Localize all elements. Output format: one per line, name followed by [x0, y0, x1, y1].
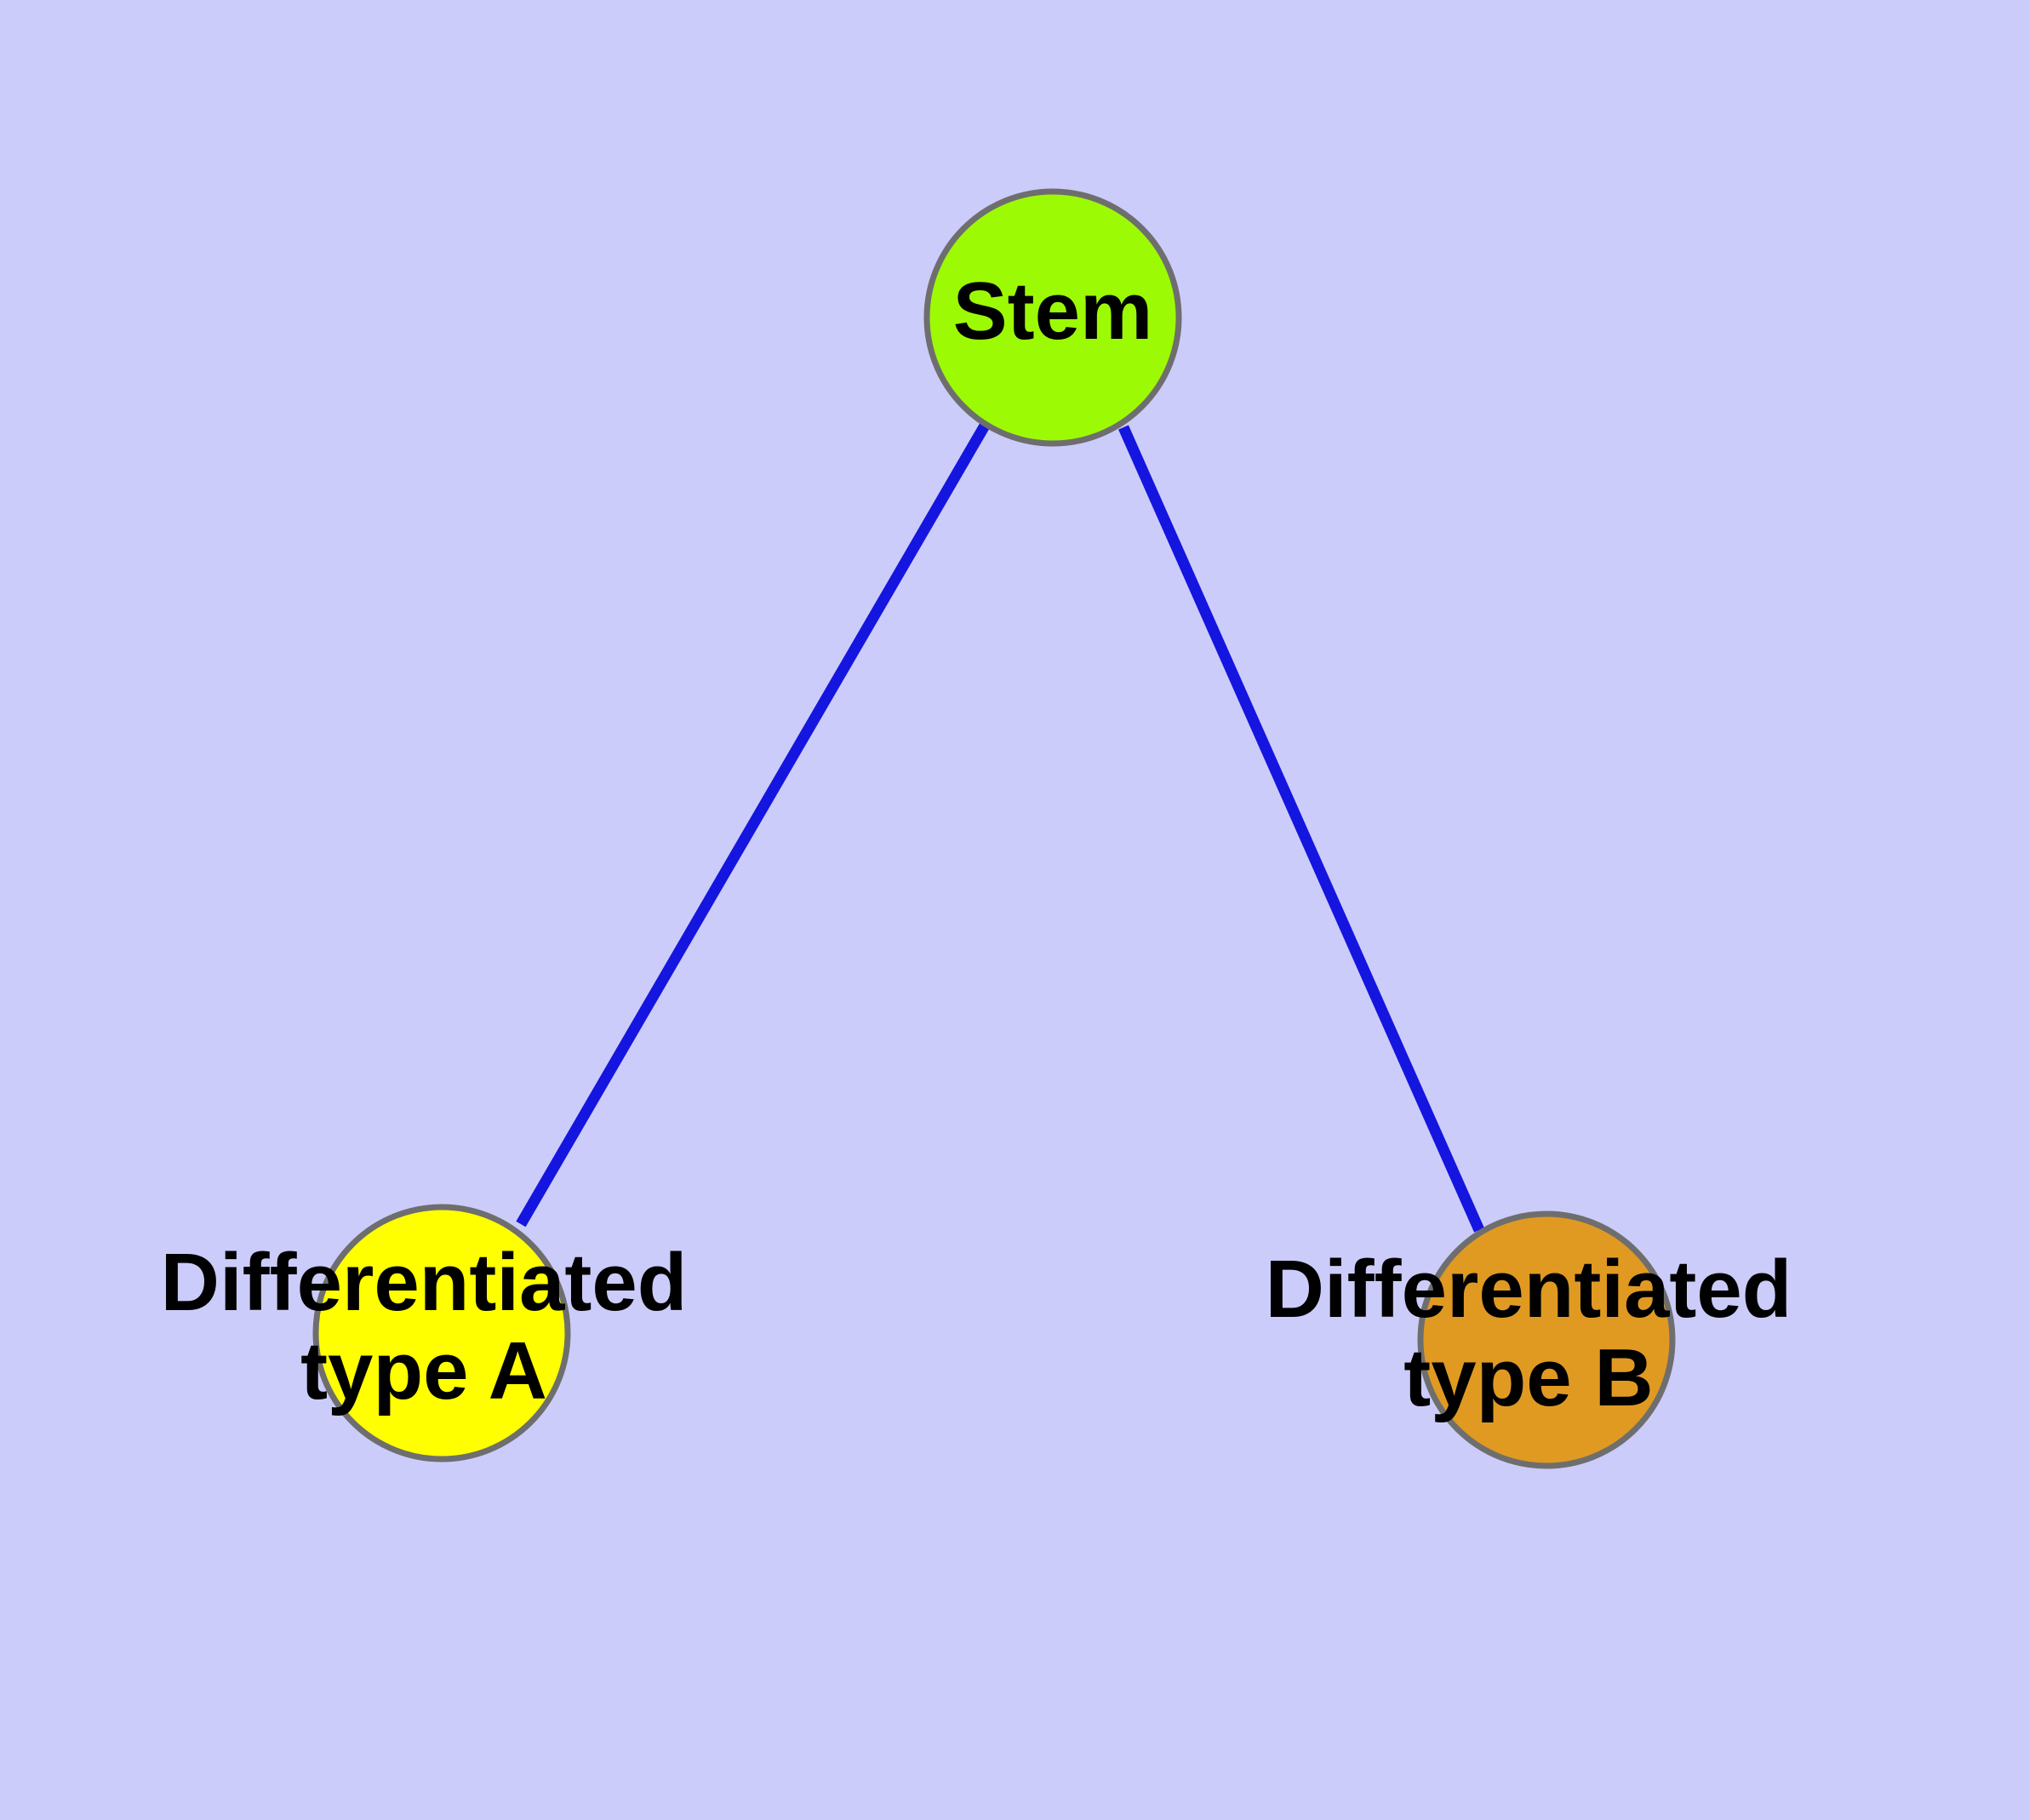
nodes-group: [312, 188, 1676, 1469]
node-label-line: type A: [300, 1325, 547, 1417]
node-label-line: Differentiated: [1266, 1245, 1792, 1336]
edges-group: [516, 422, 1484, 1233]
node-label-line: Stem: [953, 266, 1153, 357]
node-label-line: Differentiated: [161, 1238, 688, 1329]
node-diff-a[interactable]: [312, 1204, 571, 1462]
edge-stem-to-diff-a[interactable]: [516, 422, 990, 1228]
node-stem[interactable]: [923, 188, 1182, 447]
node-diff-b[interactable]: [1417, 1210, 1676, 1469]
edge-stem-to-diff-b[interactable]: [1118, 425, 1484, 1233]
node-label-stem: Stem: [953, 266, 1153, 357]
node-label-line: type B: [1403, 1332, 1653, 1423]
